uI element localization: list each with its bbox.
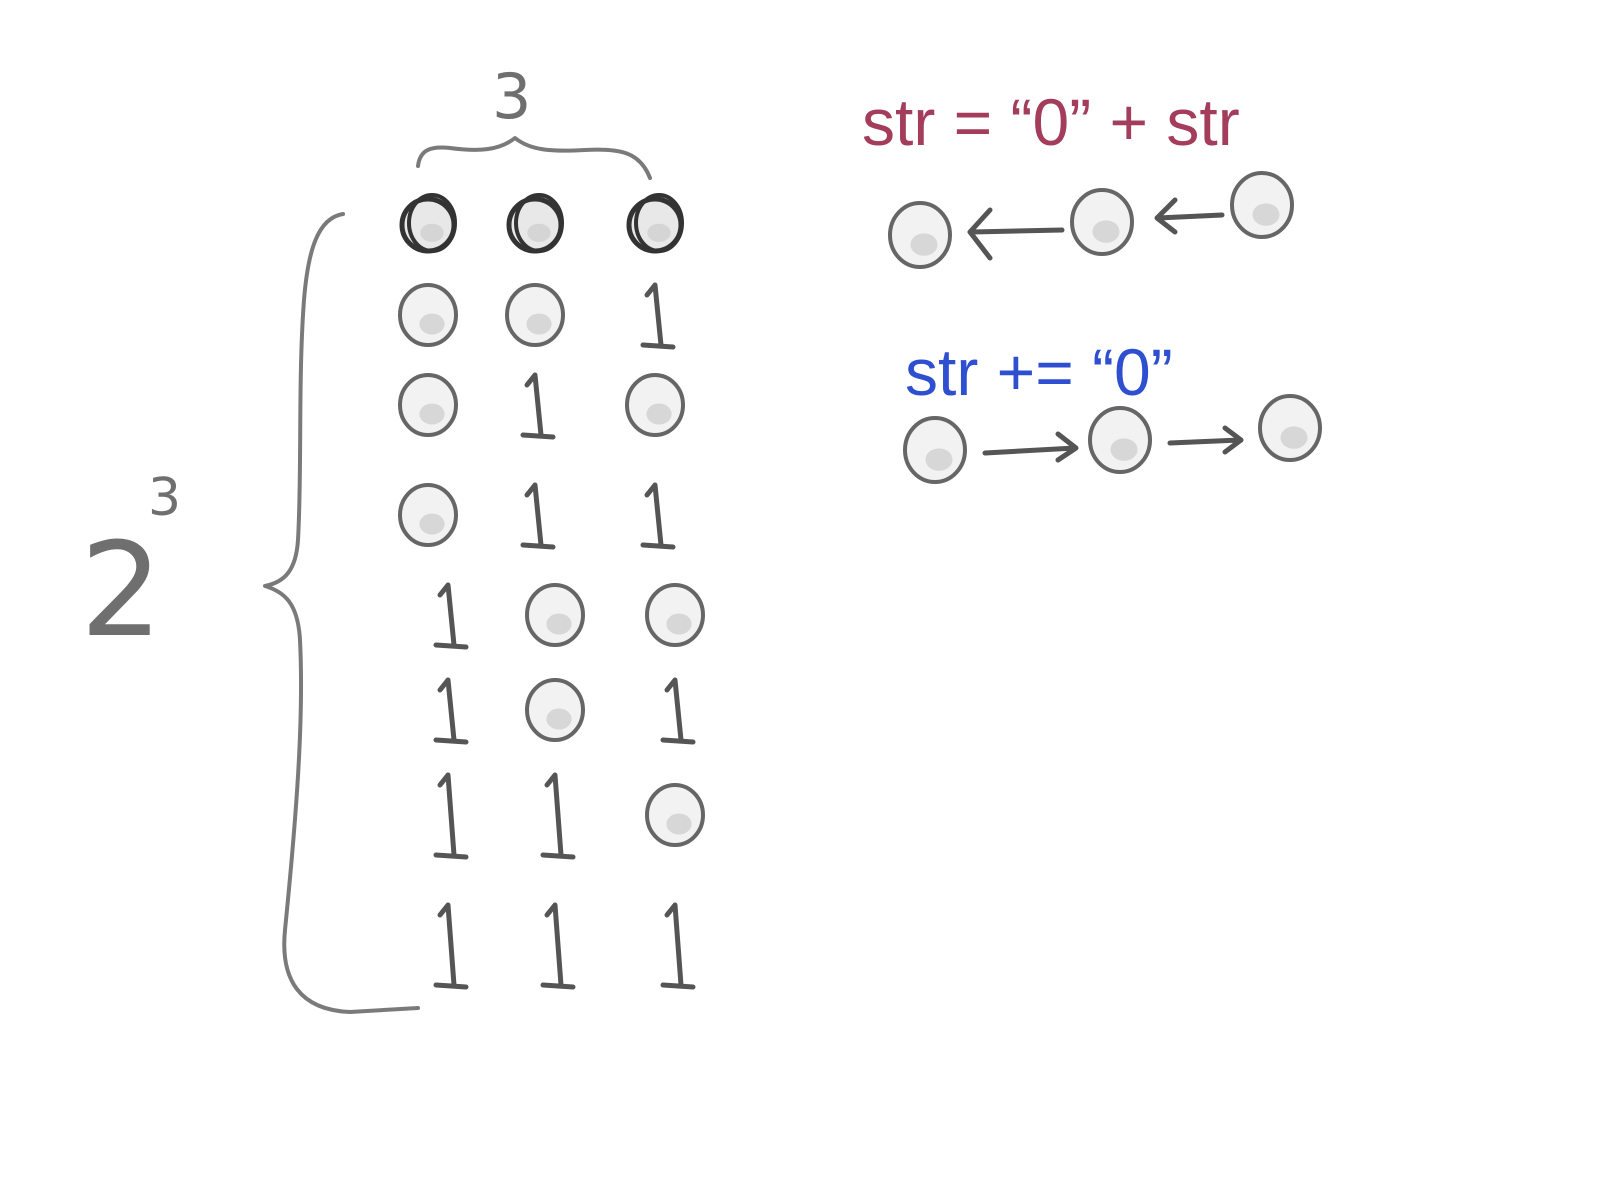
cell-r1-c2 [506,193,564,254]
cell-r3-c1 [398,373,458,437]
cell-r1-c3 [626,193,684,254]
cell-r5-c1 [433,582,469,650]
side-label-exponent: 3 [148,468,181,528]
side-label-base: 2 [80,514,163,666]
prepend-arrow-2 [1154,197,1225,235]
cell-r2-c2 [505,283,565,347]
top-brace [416,136,652,180]
binary-table [398,193,705,990]
cell-r6-c3 [660,677,696,745]
append-node-1 [903,416,967,484]
append-arrow-2 [1167,425,1244,455]
cell-r8-c1 [433,902,469,990]
cell-r7-c1 [433,772,469,860]
prepend-arrow-1 [967,207,1065,261]
cell-r4-c2 [520,482,556,550]
prepend-node-1 [888,201,952,269]
cell-r7-c3 [645,783,705,847]
cell-r6-c1 [433,677,469,745]
prepend-node-3 [1230,171,1294,239]
cell-r1-c1 [399,193,457,254]
append-arrow-1 [982,431,1079,463]
append-label: str += “0” [905,335,1173,409]
prepend-label: str = “0” + str [862,85,1240,159]
cell-r4-c3 [640,482,676,550]
cell-r4-c1 [398,483,458,547]
left-brace [263,212,420,1014]
cell-r8-c2 [540,902,576,990]
prepend-node-2 [1070,188,1134,256]
prepend-chain [888,171,1294,269]
cell-r2-c1 [398,283,458,347]
append-node-3 [1258,394,1322,462]
cell-r8-c3 [660,902,696,990]
cell-r3-c2 [520,372,556,440]
cell-r5-c2 [525,583,585,647]
cell-r3-c3 [625,373,685,437]
cell-r6-c2 [525,678,585,742]
cell-r2-c3 [640,282,676,350]
cell-r5-c3 [645,583,705,647]
append-node-2 [1088,406,1152,474]
cell-r7-c2 [540,772,576,860]
top-brace-label: 3 [492,60,531,133]
append-chain [903,394,1322,484]
